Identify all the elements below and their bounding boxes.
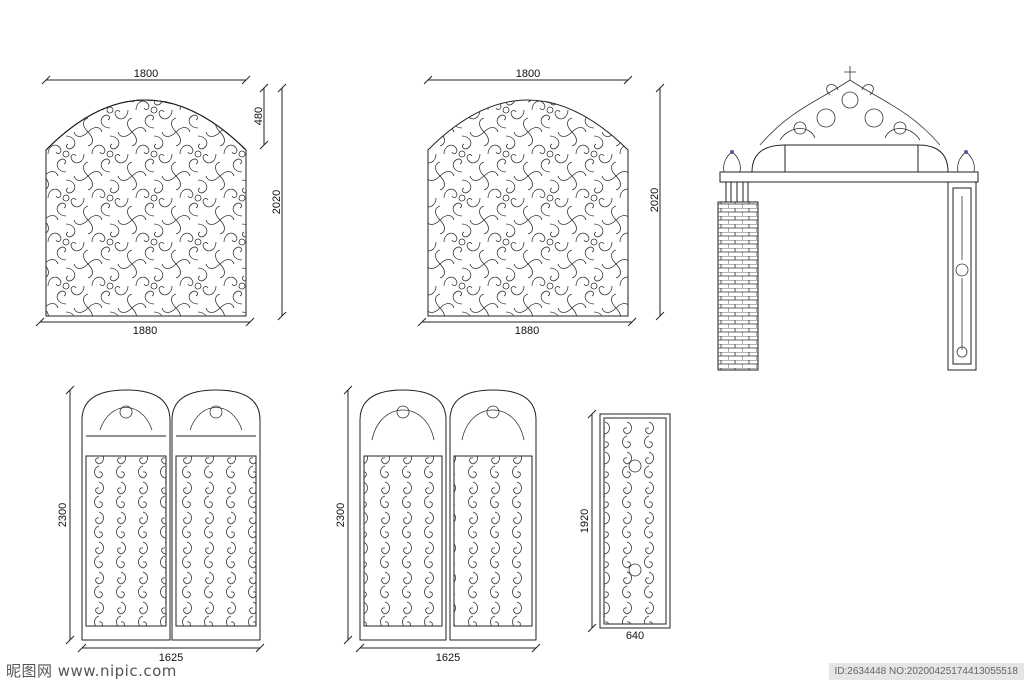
brick-pillar xyxy=(717,201,759,371)
double-gate-1: 2300 1625 xyxy=(57,385,265,664)
gate-1-leaf-right xyxy=(171,389,261,641)
double-gate-2: 2300 1625 xyxy=(335,385,541,664)
watermark-id: ID:2634448 NO:20200425174413055518 xyxy=(828,663,1024,680)
entrance-gate-elevation xyxy=(717,66,979,371)
iron-post xyxy=(947,181,977,371)
arch-panel-1: 1800 1880 480 2020 xyxy=(35,68,287,337)
gate-2-leaf-left xyxy=(359,389,447,641)
narrow-panel-width: 640 xyxy=(626,630,644,642)
arch-panel-2-height: 2020 xyxy=(649,188,661,212)
top-beam xyxy=(719,171,979,183)
gate-2-height: 2300 xyxy=(335,503,347,527)
finial-right xyxy=(957,150,975,173)
arch-panel-1-bottom-width: 1880 xyxy=(133,325,157,337)
watermark-site: 昵图网 www.nipic.com xyxy=(6,662,177,680)
gate-2-leaf-right xyxy=(449,389,537,641)
crest-ornament xyxy=(759,66,941,146)
arch-panel-1-arch-height: 480 xyxy=(253,107,265,125)
gate-1-width: 1625 xyxy=(159,652,183,664)
arch-panel-2: 1800 1880 2020 xyxy=(417,68,665,337)
narrow-panel: 1920 640 xyxy=(579,409,671,642)
gate-1-height: 2300 xyxy=(57,503,69,527)
gate-2-width: 1625 xyxy=(436,652,460,664)
arch-panel-1-top-width: 1800 xyxy=(134,68,158,80)
arch-panel-2-bottom-width: 1880 xyxy=(515,325,539,337)
finial-left xyxy=(723,150,741,173)
arch-panel-1-height: 2020 xyxy=(271,190,283,214)
narrow-panel-height: 1920 xyxy=(579,509,591,533)
arch-panel-2-outline xyxy=(427,99,629,317)
narrow-panel-outline xyxy=(599,413,671,629)
gate-1-leaf-left xyxy=(81,389,171,641)
arch-panel-2-top-width: 1800 xyxy=(516,68,540,80)
